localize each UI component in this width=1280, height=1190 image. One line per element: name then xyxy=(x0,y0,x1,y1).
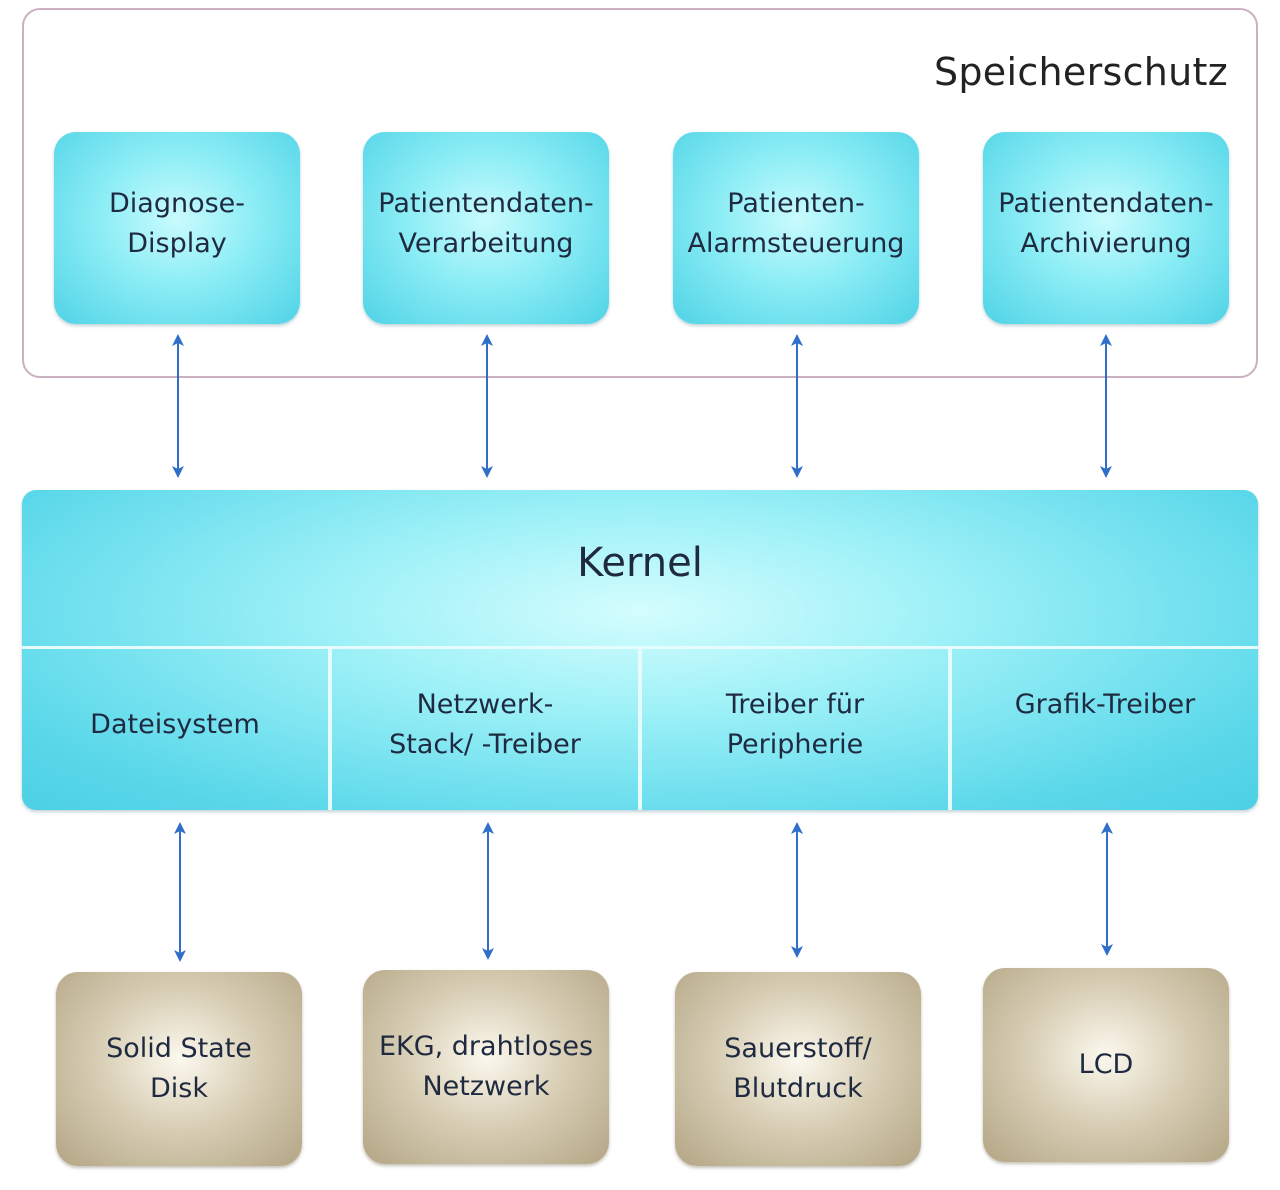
app-box-label: Patientendaten- Verarbeitung xyxy=(378,188,594,259)
kernel-component-dateisystem: Dateisystem xyxy=(22,649,328,810)
app-box-patientendaten-verarbeitung: Patientendaten- Verarbeitung xyxy=(363,132,609,324)
kernel-separator xyxy=(638,649,642,810)
kernel-component-peripherie: Treiber für Peripherie xyxy=(642,649,948,810)
kernel-component-label: Treiber für Peripherie xyxy=(725,689,865,760)
app-box-label: Patientendaten- Archivierung xyxy=(998,188,1214,259)
kernel-component-label: Grafik-Treiber xyxy=(1014,689,1196,720)
hardware-box-label: Sauerstoff/ Blutdruck xyxy=(724,1033,872,1104)
app-box-diagnose-display: Diagnose- Display xyxy=(54,132,300,324)
app-box-label: Diagnose- Display xyxy=(108,188,246,259)
app-box-patienten-alarmsteuerung: Patienten- Alarmsteuerung xyxy=(673,132,919,324)
kernel-block: Kernel Dateisystem Netzwerk- Stack/ -Tre… xyxy=(22,490,1258,810)
kernel-separator xyxy=(948,649,952,810)
app-box-patientendaten-archivierung: Patientendaten- Archivierung xyxy=(983,132,1229,324)
kernel-divider xyxy=(22,646,1258,649)
kernel-component-netzwerk: Netzwerk- Stack/ -Treiber xyxy=(332,649,638,810)
hardware-box-label: EKG, drahtloses Netzwerk xyxy=(378,1031,594,1102)
kernel-title: Kernel xyxy=(577,540,703,586)
hardware-box-sauerstoff: Sauerstoff/ Blutdruck xyxy=(675,972,921,1166)
hardware-box-lcd: LCD xyxy=(983,968,1229,1162)
hardware-box-label: Solid State Disk xyxy=(106,1033,252,1104)
kernel-separator xyxy=(328,649,332,810)
hardware-box-ssd: Solid State Disk xyxy=(56,972,302,1166)
memory-protection-label: Speicherschutz xyxy=(933,50,1228,94)
app-box-label: Patienten- Alarmsteuerung xyxy=(687,188,905,259)
kernel-component-grafik: Grafik-Treiber xyxy=(952,649,1258,810)
hardware-box-ekg: EKG, drahtloses Netzwerk xyxy=(363,970,609,1164)
kernel-component-label: Dateisystem xyxy=(90,709,260,740)
kernel-component-label: Netzwerk- Stack/ -Treiber xyxy=(389,689,581,760)
hardware-box-label: LCD xyxy=(1078,1049,1134,1080)
